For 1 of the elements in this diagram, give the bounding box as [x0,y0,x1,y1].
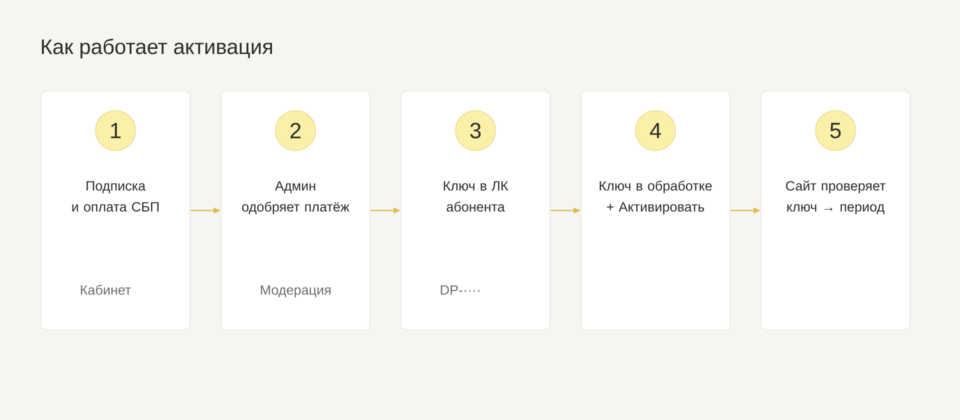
title: Как работает активация [42,38,272,58]
